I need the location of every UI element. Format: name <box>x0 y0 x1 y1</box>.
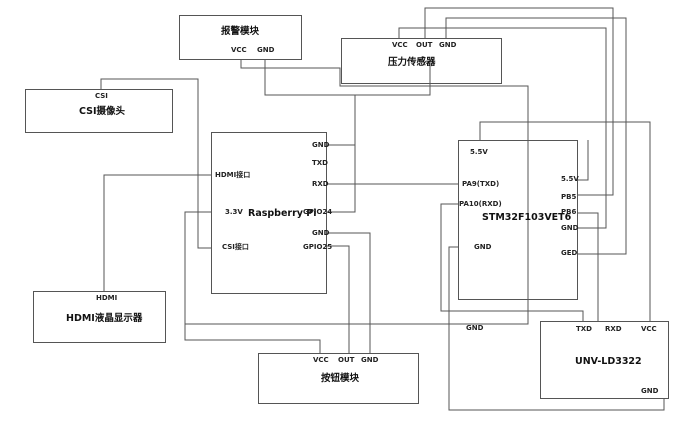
pi-3v3-label: 3.3V <box>225 208 243 216</box>
pi-gpio24-label: GPIO24 <box>303 208 333 216</box>
stm32-pa10-label: PA10(RXD) <box>459 200 502 208</box>
stm32-pb5-label: PB5 <box>561 193 577 201</box>
pi-hdmi-port-label: HDMI接口 <box>215 171 251 179</box>
wire-csi <box>100 78 211 249</box>
wire-stm32-5v5 <box>479 121 651 321</box>
wire-hdmi <box>103 174 211 291</box>
wire-gpio24-pressure-out <box>327 60 431 213</box>
pi-csi-port-label: CSI接口 <box>222 243 249 251</box>
wire-alarm-vcc <box>184 60 529 325</box>
wire-stm32-5v5-right <box>578 140 589 181</box>
stm32-ged-label: GED <box>561 249 578 257</box>
stm32-gnd-left-label: GND <box>474 243 492 251</box>
wire-pressure-vcc <box>398 27 607 229</box>
stm32-title: STM32F103VET6 <box>482 212 572 223</box>
button-gnd-label: GND <box>361 356 379 364</box>
hdmi-display-hdmi-label: HDMI <box>96 294 118 302</box>
wire-pa10-txd <box>440 203 584 321</box>
pi-rxd-label: RXD <box>312 180 329 188</box>
voice-gnd-label: GND <box>641 387 659 395</box>
wire-stm32-gnd-voice-gnd <box>448 246 665 411</box>
pi-gpio25-label: GPIO25 <box>303 243 333 251</box>
button-out-label: OUT <box>338 356 355 364</box>
alarm-module <box>179 15 302 60</box>
alarm-gnd-label: GND <box>257 46 275 54</box>
pressure-sensor-module <box>341 38 502 84</box>
wire-pressure-gnd-ged <box>445 17 627 255</box>
wire-gpio25-button-out <box>327 245 350 353</box>
stm32-5v5-right-label: 5.5V <box>561 175 579 183</box>
wire-gnd-button-gnd <box>327 232 371 353</box>
alarm-module-title: 报警模块 <box>221 26 260 37</box>
pressure-out-label: OUT <box>416 41 433 49</box>
voice-module-title: UNV-LD3322 <box>575 356 642 367</box>
csi-camera-module <box>25 89 173 133</box>
wire-button-vcc <box>184 324 321 353</box>
alarm-vcc-label: VCC <box>231 46 247 54</box>
pressure-sensor-title: 压力传感器 <box>388 57 436 68</box>
button-vcc-label: VCC <box>313 356 329 364</box>
pi-gnd-top-label: GND <box>312 141 330 149</box>
csi-camera-title: CSI摄像头 <box>79 106 126 117</box>
hdmi-display-module <box>33 291 166 343</box>
pi-txd-label: TXD <box>312 159 328 167</box>
stm32-board <box>458 140 578 300</box>
pi-gnd-mid-label: GND <box>312 229 330 237</box>
voice-txd-label: TXD <box>576 325 592 333</box>
voice-module <box>540 321 669 399</box>
uart-gnd-label: GND <box>466 324 484 332</box>
pressure-gnd-label: GND <box>439 41 457 49</box>
button-module <box>258 353 419 404</box>
raspberry-pi-title: Raspberry Pi <box>248 208 317 219</box>
hdmi-display-title: HDMI液晶显示器 <box>66 313 143 324</box>
button-module-title: 按钮模块 <box>321 373 360 384</box>
csi-camera-csi-label: CSI <box>95 92 108 100</box>
wire-pb6 <box>578 212 599 322</box>
wire-pressure-out-pb5 <box>424 7 614 196</box>
voice-rxd-label: RXD <box>605 325 622 333</box>
stm32-5v5-left-label: 5.5V <box>470 148 488 156</box>
raspberry-pi-board <box>211 132 327 294</box>
pressure-vcc-label: VCC <box>392 41 408 49</box>
voice-vcc-label: VCC <box>641 325 657 333</box>
stm32-gnd-right-label: GND <box>561 224 579 232</box>
stm32-pb6-label: PB6 <box>561 208 577 216</box>
stm32-pa9-label: PA9(TXD) <box>462 180 500 188</box>
